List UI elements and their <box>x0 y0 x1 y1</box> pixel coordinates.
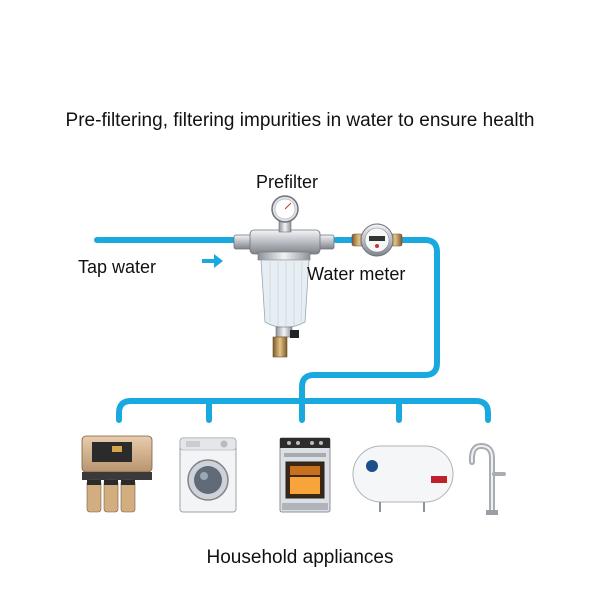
household-appliances-label: Household appliances <box>206 547 394 568</box>
meter-feed-pipe <box>299 237 440 423</box>
tap-water-label: Tap water <box>78 257 157 277</box>
washing-machine-icon <box>179 437 237 513</box>
flow-arrow-icon <box>202 254 223 268</box>
page-headline: Pre-filtering, filtering impurities in w… <box>65 110 535 131</box>
prefilter-icon <box>233 217 335 358</box>
distribution-pipe <box>116 398 491 423</box>
prefilter-label: Prefilter <box>256 172 319 192</box>
water-purifier-icon <box>81 435 153 513</box>
water-meter-label: Water meter <box>307 264 406 284</box>
water-heater-icon <box>352 445 454 512</box>
pressure-gauge-icon <box>271 195 299 223</box>
faucet-icon <box>468 442 506 515</box>
oven-icon <box>279 437 331 513</box>
pipe-network <box>94 237 491 423</box>
water-meter-icon <box>351 223 403 257</box>
